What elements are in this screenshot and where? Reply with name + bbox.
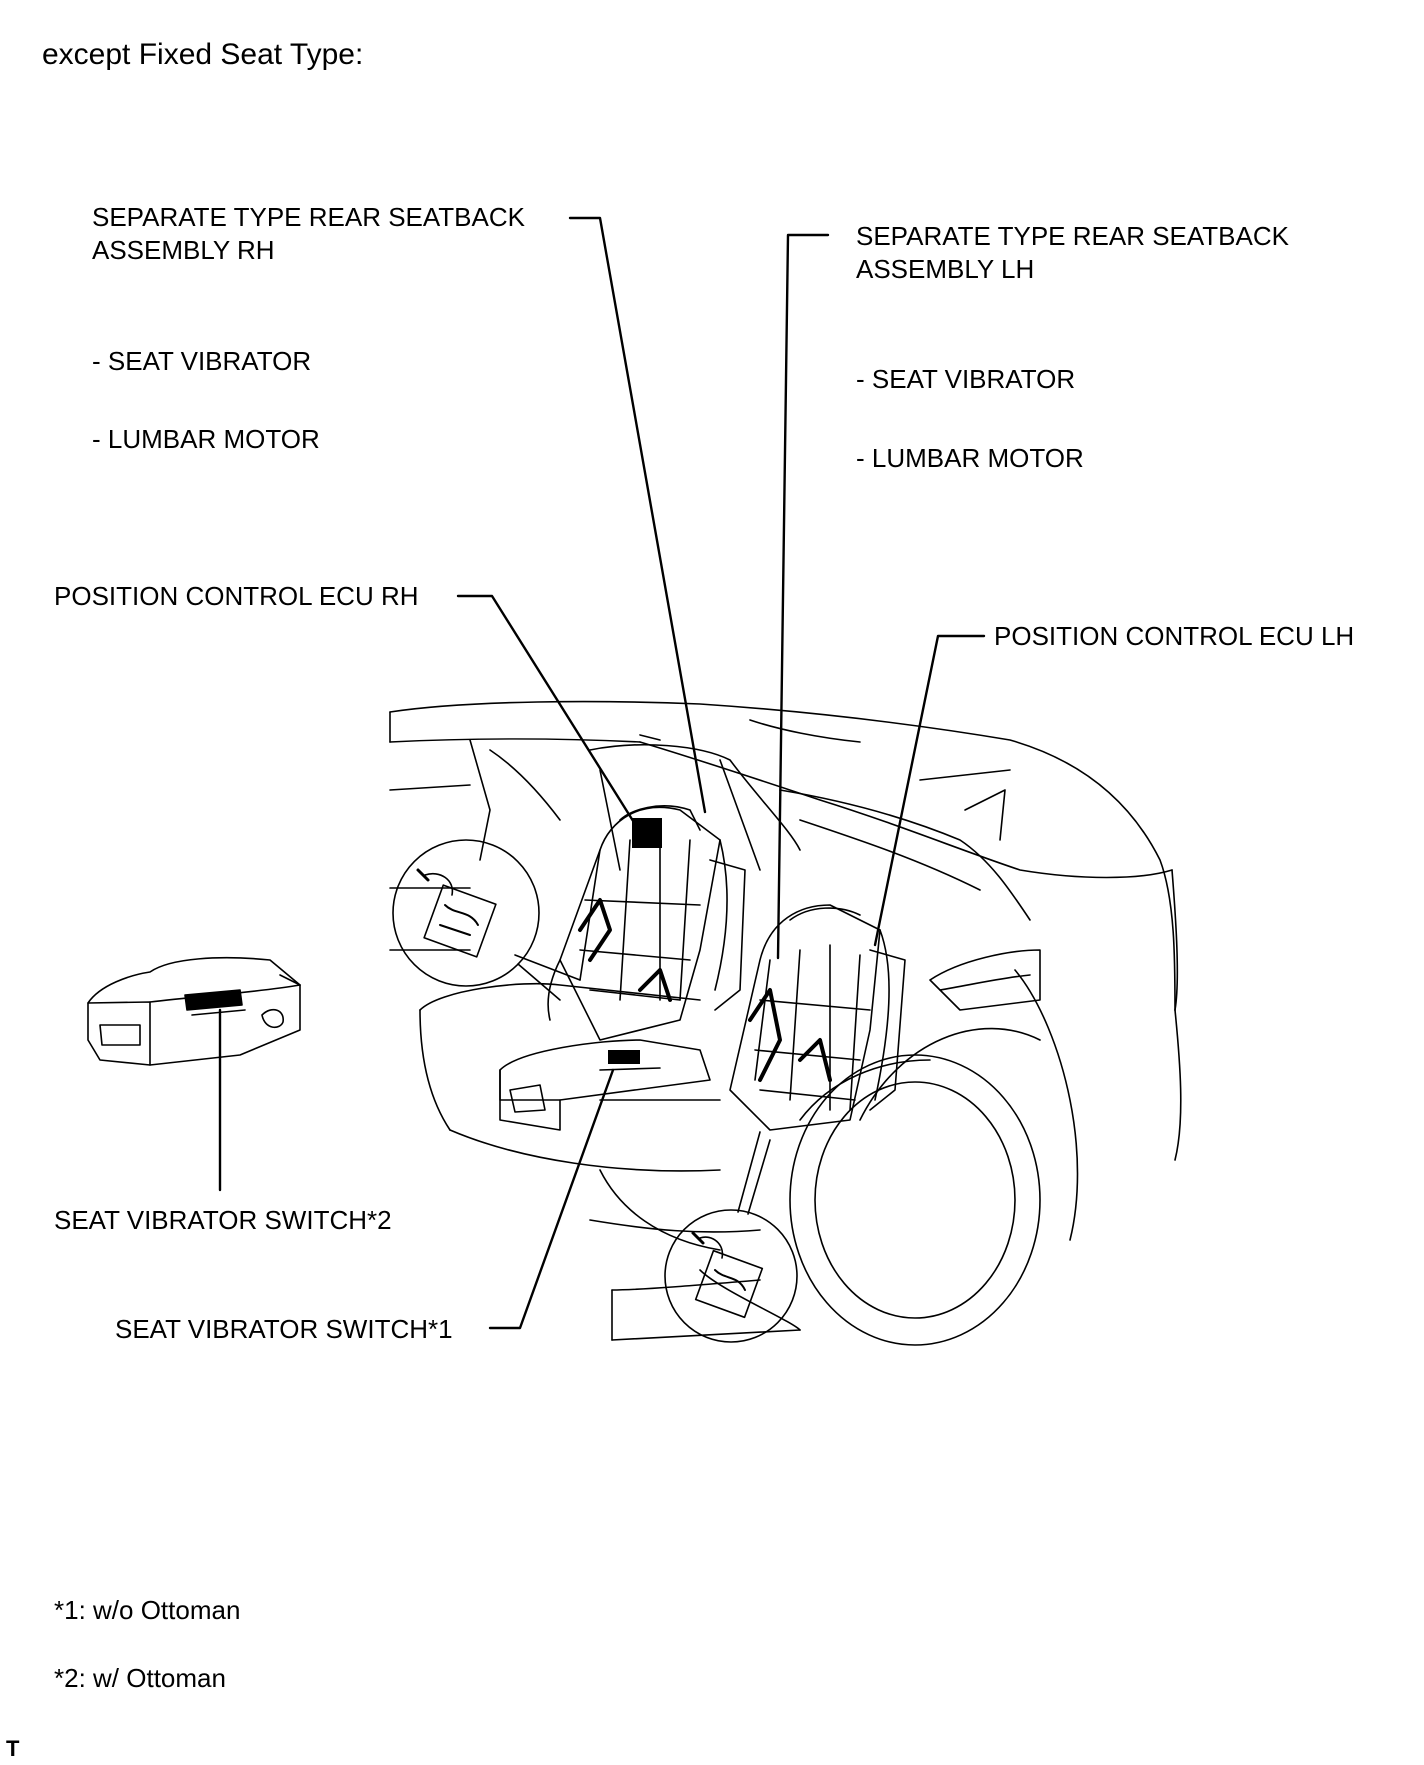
rear-wheel (789, 1054, 1041, 1346)
footnote-1: *1: w/o Ottoman (54, 1595, 241, 1625)
label-rh-lumbar-motor: - LUMBAR MOTOR (92, 424, 320, 454)
footnote-2: *2: w/ Ottoman (54, 1663, 226, 1693)
label-lh-seat-vibrator: - SEAT VIBRATOR (856, 364, 1076, 394)
detail-circle-rh (392, 839, 581, 1001)
label-seatback-lh-line1: SEPARATE TYPE REAR SEATBACK (856, 221, 1289, 251)
label-seatback-lh-line2: ASSEMBLY LH (856, 254, 1035, 284)
corner-mark: T (6, 1736, 20, 1761)
page-heading: except Fixed Seat Type: (42, 38, 364, 71)
ottoman-component (87, 956, 301, 1066)
detail-circle-lh (664, 1131, 798, 1343)
label-position-control-ecu-lh: POSITION CONTROL ECU LH (994, 621, 1355, 651)
label-position-control-ecu-rh: POSITION CONTROL ECU RH (54, 581, 419, 611)
center-armrest (499, 1039, 711, 1131)
label-seat-vibrator-switch-2: SEAT VIBRATOR SWITCH*2 (54, 1205, 392, 1235)
car-body-outline (389, 700, 1182, 1341)
label-seat-vibrator-switch-1: SEAT VIBRATOR SWITCH*1 (115, 1314, 453, 1344)
leader-lines (218, 216, 986, 1330)
seatback-rh-frame (547, 805, 746, 1041)
seatback-lh-frame (729, 904, 906, 1131)
label-seatback-rh-line1: SEPARATE TYPE REAR SEATBACK (92, 202, 525, 232)
label-lh-lumbar-motor: - LUMBAR MOTOR (856, 443, 1084, 473)
label-rh-seat-vibrator: - SEAT VIBRATOR (92, 346, 312, 376)
label-seatback-rh-line2: ASSEMBLY RH (92, 235, 275, 265)
rear-seat-cushion (419, 982, 761, 1251)
